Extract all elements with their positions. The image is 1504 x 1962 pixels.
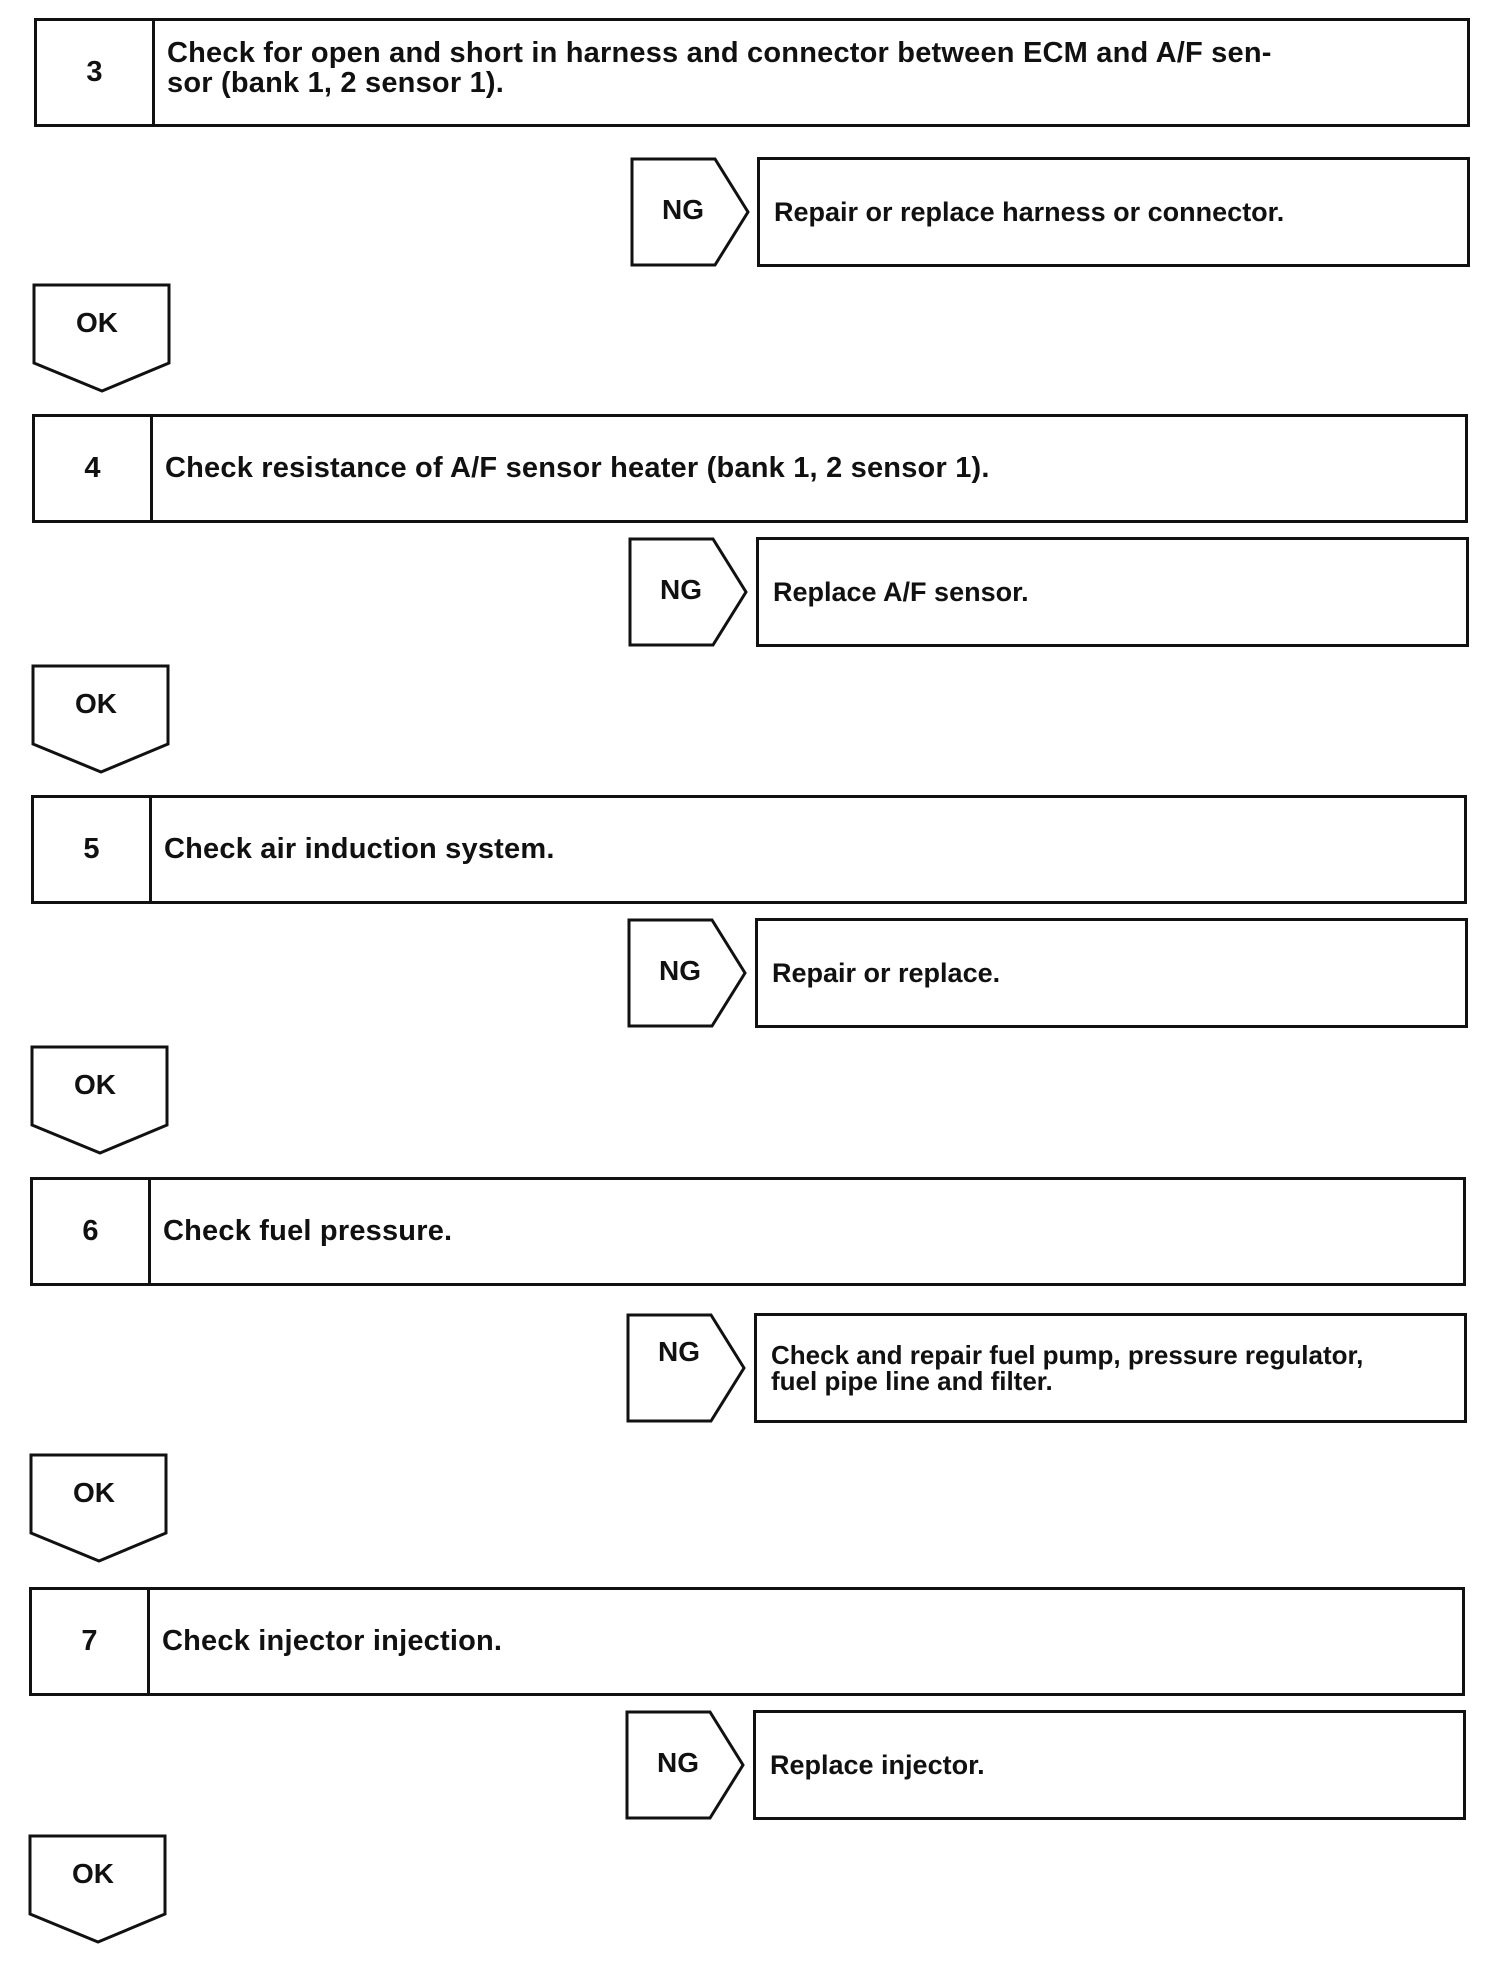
step-5-box: 5 Check air induction system. (31, 795, 1467, 904)
ng-label: NG (662, 194, 704, 225)
ng-action-box-step-7: Replace injector. (753, 1710, 1466, 1820)
step-6-box: 6 Check fuel pressure. (30, 1177, 1466, 1286)
ng-action-box-step-3: Repair or replace harness or connector. (757, 157, 1470, 267)
ok-label: OK (73, 1477, 115, 1508)
ok-label: OK (74, 1069, 116, 1100)
ng-label: NG (657, 1747, 699, 1778)
step-text: Check for open and short in harness and … (167, 37, 1272, 99)
ok-arrow-step-3 (32, 283, 171, 393)
ng-action-box-step-5: Repair or replace. (755, 918, 1468, 1028)
ng-arrow-step-3 (630, 157, 750, 267)
ng-action-box-step-4: Replace A/F sensor. (756, 537, 1469, 647)
step-3-box: 3 Check for open and short in harness an… (34, 18, 1470, 127)
step-text: Check air induction system. (164, 832, 555, 865)
ng-arrow-step-5 (627, 918, 747, 1028)
ok-arrow-step-5 (30, 1045, 169, 1155)
step-number: 7 (32, 1590, 150, 1693)
ng-label: NG (659, 955, 701, 986)
step-text: Check fuel pressure. (163, 1214, 453, 1247)
ok-label: OK (76, 307, 118, 338)
step-7-box: 7 Check injector injection. (29, 1587, 1465, 1696)
ng-label: NG (658, 1336, 700, 1367)
step-text: Check injector injection. (162, 1624, 503, 1657)
ng-arrow-step-6 (626, 1313, 746, 1423)
step-number: 5 (34, 798, 152, 901)
ng-arrow-step-4 (628, 537, 748, 647)
ok-label: OK (72, 1858, 114, 1889)
ok-label: OK (75, 688, 117, 719)
step-number: 3 (37, 21, 155, 124)
ng-arrow-step-7 (625, 1710, 745, 1820)
ng-action-box-step-6: Check and repair fuel pump, pressure reg… (754, 1313, 1467, 1423)
ok-arrow-step-6 (29, 1453, 168, 1563)
step-number: 6 (33, 1180, 151, 1283)
step-4-box: 4 Check resistance of A/F sensor heater … (32, 414, 1468, 523)
ok-arrow-step-7 (28, 1834, 167, 1944)
step-text: Check resistance of A/F sensor heater (b… (165, 451, 990, 484)
ng-label: NG (660, 574, 702, 605)
step-number: 4 (35, 417, 153, 520)
ok-arrow-step-4 (31, 664, 170, 774)
